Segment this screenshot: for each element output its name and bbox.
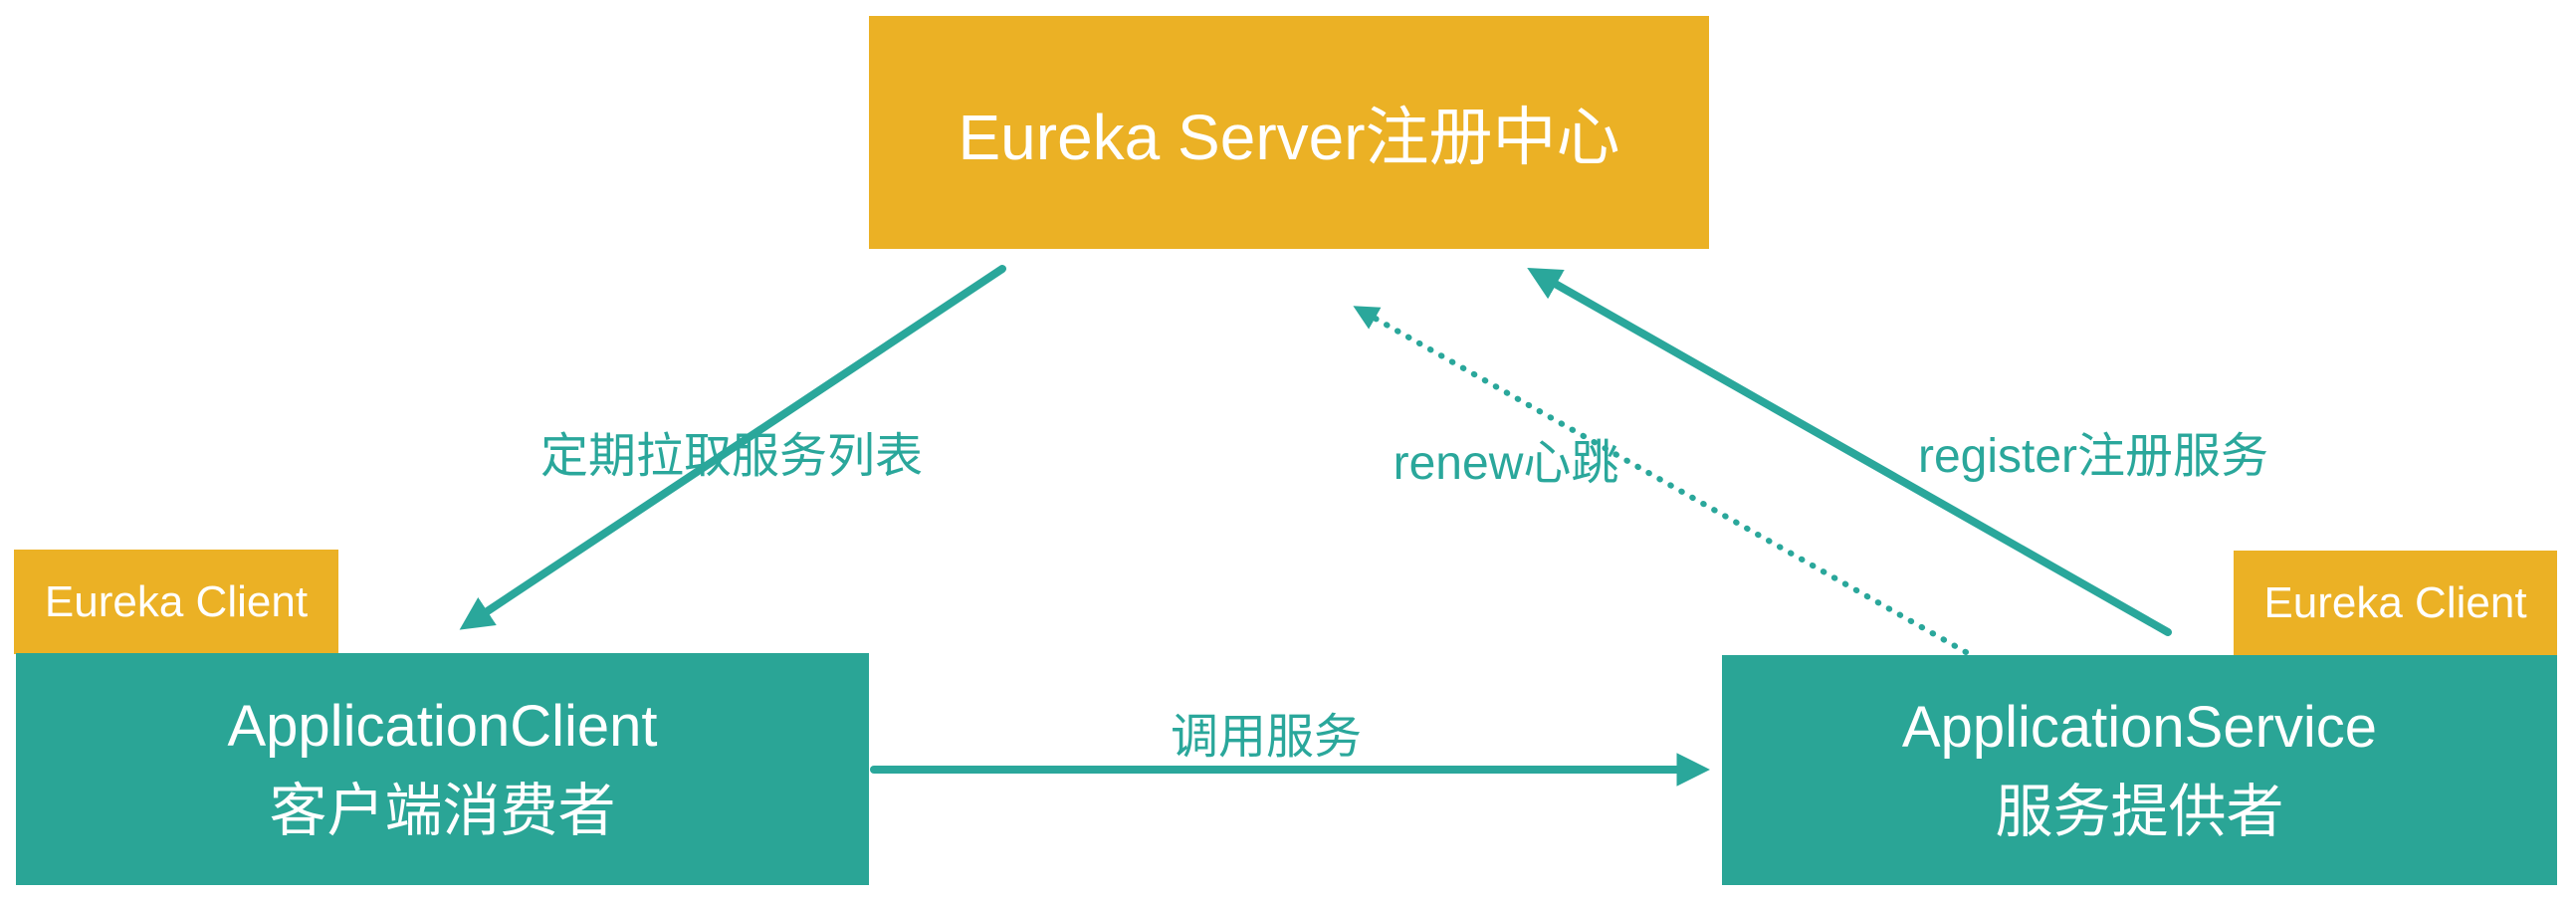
- application-client-box: ApplicationClient 客户端消费者: [16, 653, 869, 885]
- application-client-subtitle: 客户端消费者: [269, 778, 616, 843]
- arrow-register-service-line: [1527, 268, 2172, 636]
- arrow-pull-services-line: [459, 265, 1006, 630]
- application-service-name: ApplicationService: [1901, 695, 2378, 761]
- arrow-renew-heartbeat-line: [1353, 306, 1969, 655]
- application-service-box: ApplicationService 服务提供者: [1722, 655, 2557, 885]
- eureka-server-box: Eureka Server注册中心: [869, 16, 1709, 249]
- label-pull-service-list: 定期拉取服务列表: [539, 430, 924, 483]
- label-renew-heartbeat: renew心跳: [1393, 437, 1619, 490]
- eureka-client-tag-left-label: Eureka Client: [44, 576, 309, 626]
- eureka-client-tag-right: Eureka Client: [2234, 551, 2557, 655]
- application-client-name: ApplicationClient: [227, 694, 658, 760]
- eureka-client-tag-right-label: Eureka Client: [2263, 577, 2527, 627]
- application-service-subtitle: 服务提供者: [1995, 779, 2284, 844]
- eureka-client-tag-left: Eureka Client: [14, 550, 338, 654]
- label-register-service: register注册服务: [1917, 430, 2269, 483]
- eureka-server-label: Eureka Server注册中心: [958, 102, 1620, 173]
- label-invoke-service: 调用服务: [1170, 711, 1363, 764]
